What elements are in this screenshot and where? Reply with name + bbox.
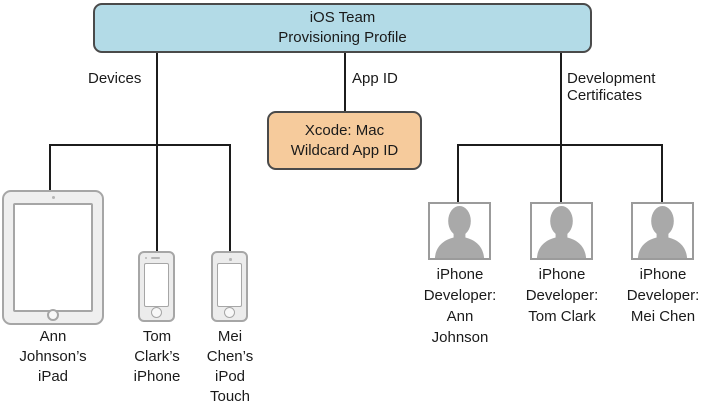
connector-certificates-horizontal [457, 144, 663, 146]
caption-cert-ann-johnson: iPhone Developer: Ann Johnson [423, 266, 497, 346]
app-id-node-xcode-wildcard: Xcode: Mac Wildcard App ID [267, 111, 422, 170]
ipad-camera-dot [52, 196, 55, 199]
connector-app-id [344, 53, 346, 111]
iphone-screen [144, 263, 169, 307]
developer-photo-tom-clark [530, 202, 593, 260]
ipad-screen [13, 203, 93, 312]
person-silhouette-icon [536, 206, 587, 258]
branch-label-app-id: App ID [352, 70, 398, 87]
iphone-icon [138, 251, 175, 322]
connector-devices-horizontal [49, 144, 231, 146]
connector-ipad-drop [49, 144, 51, 190]
caption-mei-chens-ipod-touch: Mei Chen’s iPod Touch [206, 328, 254, 405]
ipod-screen [217, 263, 242, 307]
connector-ipod-drop [229, 144, 231, 251]
connector-cert1-drop [457, 144, 459, 202]
developer-photo-ann-johnson [428, 202, 491, 260]
iphone-speaker [151, 257, 160, 259]
ipad-icon [2, 190, 104, 325]
branch-label-devices: Devices [88, 70, 142, 87]
iphone-camera-dot [145, 257, 147, 259]
connector-devices-trunk [156, 53, 158, 251]
app-id-node-label: Xcode: Mac Wildcard App ID [290, 121, 399, 159]
person-silhouette-icon [637, 206, 688, 258]
caption-cert-mei-chen: iPhone Developer: Mei Chen [626, 266, 700, 325]
developer-photo-mei-chen [631, 202, 694, 260]
root-node-provisioning-profile: iOS Team Provisioning Profile [93, 3, 592, 53]
person-silhouette-icon [434, 206, 485, 258]
ipod-camera-dot [229, 258, 232, 261]
connector-certificates-trunk [560, 53, 562, 202]
iphone-home-button [151, 307, 162, 318]
connector-cert3-drop [661, 144, 663, 202]
ipad-home-button [47, 309, 59, 321]
caption-tom-clarks-iphone: Tom Clark’s iPhone [133, 328, 181, 385]
branch-label-development-certificates: Development Certificates [567, 70, 656, 104]
root-node-label: iOS Team Provisioning Profile [278, 9, 407, 46]
ipod-home-button [224, 307, 235, 318]
ipod-icon [211, 251, 248, 322]
caption-cert-tom-clark: iPhone Developer: Tom Clark [525, 266, 599, 325]
caption-ann-johnsons-ipad: Ann Johnson’s iPad [19, 328, 87, 385]
